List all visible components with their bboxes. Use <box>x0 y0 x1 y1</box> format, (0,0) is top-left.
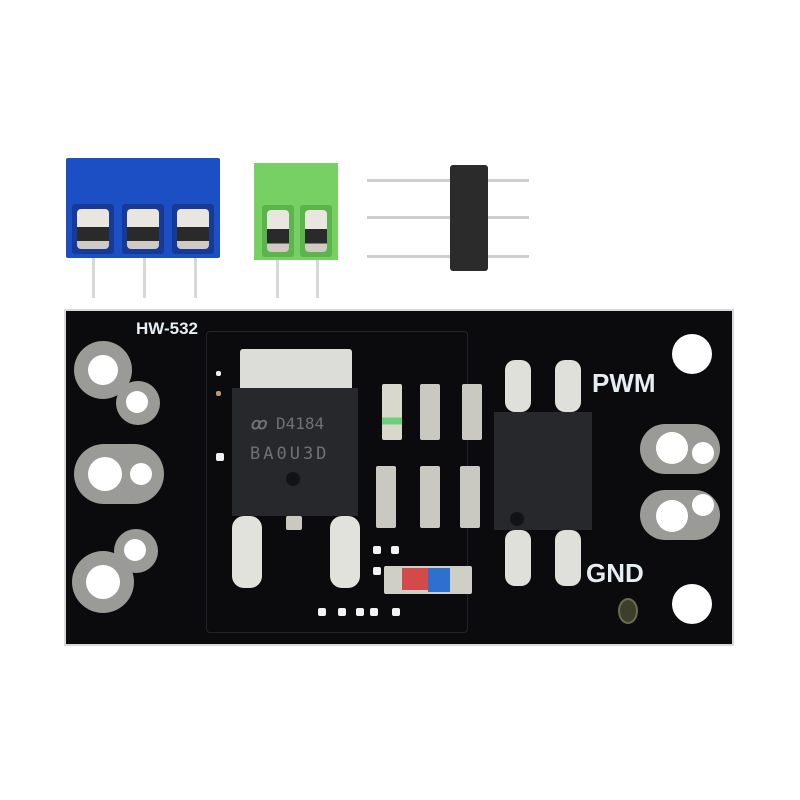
ic-lead <box>555 360 581 412</box>
terminal-pin <box>276 260 279 298</box>
terminal-pin <box>143 258 146 298</box>
screw-icon <box>127 209 159 249</box>
green-screw-terminal <box>254 163 338 260</box>
gnd-label: GND <box>586 558 644 588</box>
model-label: HW-532 <box>136 319 199 338</box>
terminal-pin <box>316 260 319 298</box>
via <box>373 567 381 575</box>
pwm-label: PWM <box>592 368 656 398</box>
ao-logo-icon: ꝏ <box>250 414 267 433</box>
via <box>318 608 326 616</box>
mosfet-chip: ꝏ D4184 BA0U3D <box>232 388 358 516</box>
terminal-slot <box>122 204 164 254</box>
header-pin <box>367 255 529 258</box>
pwm-pin-hole <box>692 442 714 464</box>
terminal-pin <box>194 258 197 298</box>
via <box>356 608 364 616</box>
terminal-slot <box>300 205 332 257</box>
mosfet-lead <box>286 516 302 530</box>
screw-icon <box>177 209 209 249</box>
gnd-pin-hole <box>692 494 714 516</box>
diode-red <box>402 568 428 590</box>
screw-icon <box>305 210 327 252</box>
ic-lead <box>505 360 531 412</box>
via <box>216 453 224 461</box>
via <box>216 391 221 396</box>
pin1-dot <box>510 512 524 526</box>
pcb-board: HW-532 <box>66 311 732 644</box>
mounting-hole <box>126 391 148 413</box>
via <box>338 608 346 616</box>
via <box>373 546 381 554</box>
header-pin <box>367 179 529 182</box>
screw-icon <box>77 209 109 249</box>
mounting-hole <box>672 334 712 374</box>
test-point <box>618 598 638 624</box>
terminal-slot <box>172 204 214 254</box>
gnd-pin-hole <box>656 500 688 532</box>
ic-lead <box>505 530 531 586</box>
blue-screw-terminal <box>66 158 220 258</box>
mounting-hole <box>130 463 152 485</box>
terminal-pin <box>92 258 95 298</box>
diode-blue <box>428 568 450 592</box>
diode <box>384 566 472 594</box>
terminal-slot <box>72 204 114 254</box>
ic-lead <box>555 530 581 586</box>
mosfet-marking-2: BA0U3D <box>250 444 330 464</box>
mounting-hole <box>124 539 146 561</box>
mounting-hole <box>88 355 118 385</box>
resistor <box>376 466 396 528</box>
via <box>216 371 221 376</box>
resistor <box>462 384 482 440</box>
header-pin <box>367 216 529 219</box>
pwm-pin-hole <box>656 432 688 464</box>
mosfet-lead-pad <box>330 516 360 588</box>
mosfet-lead-pad <box>232 516 262 588</box>
mounting-hole <box>86 565 120 599</box>
mounting-hole <box>672 584 712 624</box>
pin1-dot <box>286 472 300 486</box>
resistor <box>460 466 480 528</box>
terminal-slot <box>262 205 294 257</box>
via <box>370 608 378 616</box>
pin-header-body <box>450 165 488 271</box>
status-led <box>382 384 402 440</box>
mosfet-tab <box>240 349 352 391</box>
mounting-hole <box>88 457 122 491</box>
mosfet-marking-1: ꝏ D4184 <box>250 414 325 433</box>
resistor <box>420 384 440 440</box>
screw-icon <box>267 210 289 252</box>
resistor <box>420 466 440 528</box>
via <box>391 546 399 554</box>
optocoupler-chip <box>494 412 592 530</box>
via <box>392 608 400 616</box>
